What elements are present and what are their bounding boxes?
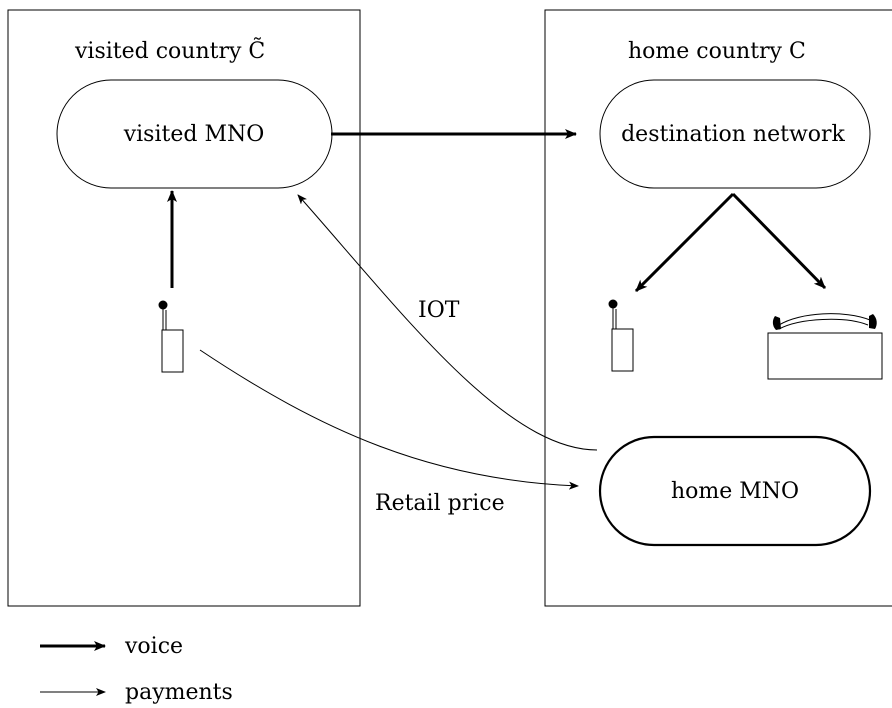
visited-country-title: visited country C̃ [74, 38, 265, 64]
home-country-title: home country C [628, 39, 806, 64]
payment-arrow-iot [297, 194, 598, 451]
retail-price-label: Retail price [375, 491, 505, 516]
destination-network-node [599, 79, 871, 189]
legend-payments-label: payments [125, 680, 233, 705]
home-mno-label: home MNO [671, 479, 799, 504]
destination-network-label: destination network [621, 122, 845, 147]
visited-mno-label: visited MNO [123, 122, 265, 147]
mobile-phone-icon [158, 300, 184, 373]
voice-arrow-destination-to-mobile [634, 192, 735, 293]
home-mno-node [598, 435, 872, 547]
home-country-box [544, 9, 892, 607]
landline-phone-icon [767, 313, 883, 380]
legend-voice-label: voice [124, 634, 183, 659]
visited-country-box [7, 9, 361, 607]
voice-arrow-destination-to-landline [731, 192, 827, 290]
mobile-phone-icon [608, 299, 634, 372]
payment-arrow-retail-price [199, 349, 579, 490]
iot-label: IOT [418, 298, 460, 323]
